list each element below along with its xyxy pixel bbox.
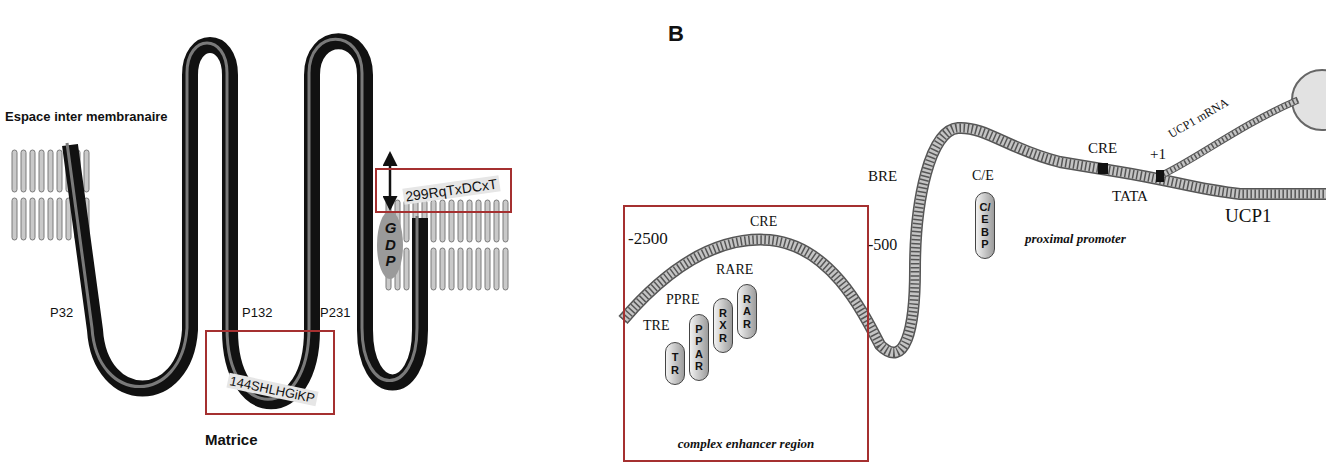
annotation-label: Espace inter membranaire — [5, 110, 168, 124]
lipid — [21, 150, 26, 192]
lipid — [485, 200, 490, 242]
double-arrow — [389, 154, 392, 208]
annotation-label: Matrice — [205, 432, 258, 449]
mrna-strand — [1160, 100, 1298, 176]
lipid — [449, 200, 454, 242]
lipid — [440, 200, 445, 242]
lipid — [431, 200, 436, 242]
annotation-label: BRE — [868, 168, 897, 185]
annotation-label: C/E — [972, 168, 994, 183]
highlight-box: 299RqTxDCxT — [375, 168, 512, 213]
lipid — [48, 198, 53, 240]
annotation-label: P132 — [242, 306, 272, 320]
annotation-label: +1 — [1150, 146, 1166, 163]
lipid — [404, 248, 409, 290]
dna-strand — [623, 128, 1326, 353]
annotation-label: P32 — [50, 306, 73, 320]
lipid — [12, 198, 17, 240]
lipid — [494, 200, 499, 242]
lipid — [84, 150, 89, 192]
lipid — [458, 248, 463, 290]
factor-name: TR — [670, 351, 681, 375]
cre-marker — [1098, 163, 1108, 174]
factor-name: PPAR — [694, 323, 705, 371]
lipid — [404, 200, 409, 242]
factor-pill: C/EBP — [975, 192, 995, 259]
annotation-label: -500 — [868, 236, 897, 254]
annotation-label: TRE — [643, 318, 669, 333]
factor-pill: RAR — [737, 284, 757, 339]
lipid — [21, 198, 26, 240]
lipid — [440, 248, 445, 290]
lipid — [485, 248, 490, 290]
box-label: 144SHLHGiKP — [226, 373, 318, 407]
annotation-label: CRE — [1088, 140, 1117, 157]
annotation-label: UCP1 — [1225, 206, 1271, 227]
lipid — [12, 150, 17, 192]
ribbon-highlight — [67, 39, 417, 399]
lipid — [39, 150, 44, 192]
lipid — [30, 198, 35, 240]
lipid — [449, 248, 454, 290]
lipid — [503, 200, 508, 242]
lipid — [57, 150, 62, 192]
annotation-label: proximal promoter — [1025, 232, 1126, 246]
lipid — [476, 200, 481, 242]
factor-name: RAR — [742, 293, 753, 329]
annotation-label: P231 — [320, 306, 350, 320]
factor-pill: RXR — [713, 298, 733, 353]
box-label: 299RqTxDCxT — [402, 175, 500, 204]
lipid — [30, 150, 35, 192]
lipid — [39, 198, 44, 240]
lipid — [48, 150, 53, 192]
annotation-label: CRE — [750, 214, 777, 229]
annotation-label: RARE — [716, 262, 753, 277]
protein-ribbon — [70, 41, 420, 401]
factor-pill: PPAR — [689, 314, 709, 381]
lipid — [467, 200, 472, 242]
annotation-label: -2500 — [628, 230, 668, 249]
annotation-label: B — [668, 22, 684, 46]
lipid — [431, 248, 436, 290]
tss-marker — [1156, 170, 1164, 182]
annotation-label: TATA — [1112, 188, 1148, 205]
lipid — [476, 248, 481, 290]
box-label: complex enhancer region — [625, 436, 867, 452]
lipid — [503, 248, 508, 290]
factor-name: RXR — [718, 307, 729, 343]
factor-pill: TR — [665, 342, 685, 385]
lipid — [467, 248, 472, 290]
annotation-label: UCP1 mRNA — [1166, 96, 1231, 141]
annotation-label: PPRE — [666, 292, 699, 307]
lipid — [494, 248, 499, 290]
factor-name: C/EBP — [980, 201, 991, 249]
lipid — [57, 198, 62, 240]
annotation-label: GDP — [383, 220, 398, 270]
highlight-box: 144SHLHGiKP — [205, 330, 335, 415]
lipid — [458, 200, 463, 242]
gdp-blob — [377, 211, 403, 279]
